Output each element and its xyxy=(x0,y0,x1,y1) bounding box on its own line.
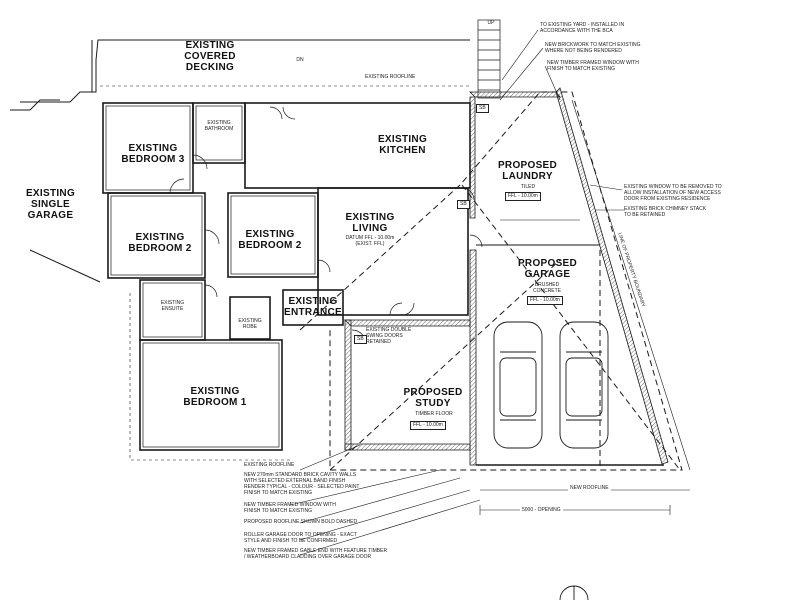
note-new-brick-walls: NEW 270mm STANDARD BRICK CAVITY WALLS WI… xyxy=(244,472,360,496)
room-label-covered-decking: EXISTING COVERED DECKING xyxy=(184,40,236,73)
room-label-garage: PROPOSED GARAGE xyxy=(517,258,578,280)
note-existing-roofline-top: EXISTING ROOFLINE xyxy=(365,74,416,80)
living-datum-note: DATUM FFL - 10.00m (EXIST. FFL) xyxy=(345,235,395,247)
note-new-roofline: NEW ROOFLINE xyxy=(568,485,611,491)
north-point-symbol xyxy=(559,585,589,600)
laundry-floor-finish: TILED xyxy=(520,184,536,190)
stair-dn-label: DN xyxy=(296,57,304,63)
note-proposed-roofline: PROPOSED ROOFLINE SHOWN BOLD DASHED xyxy=(244,519,358,525)
stair-treads xyxy=(477,19,501,99)
existing-roofline xyxy=(100,85,470,461)
door-swings xyxy=(169,106,483,345)
note-new-brickwork: NEW BRICKWORK TO MATCH EXISTING WHERE NO… xyxy=(545,42,641,54)
dimension-opening: 5000 - OPENING xyxy=(520,507,563,513)
note-gable-end: NEW TIMBER FRAMED GABLE END WITH FEATURE… xyxy=(244,548,388,560)
note-new-window-bottom: NEW TIMBER FRAMED WINDOW WITH FINISH TO … xyxy=(244,502,336,514)
room-label-study: PROPOSED STUDY xyxy=(403,387,463,409)
double-doors-note: EXISTING DOUBLE SWING DOORS RETAINED xyxy=(366,327,412,345)
laundry-ffl-tag: FFL - 10.00m xyxy=(505,192,541,201)
room-label-bedroom-1: EXISTING BEDROOM 1 xyxy=(183,386,247,408)
smoke-detector-tag-3: SB xyxy=(354,335,367,344)
existing-walls-inner xyxy=(105,105,316,448)
car-left xyxy=(493,321,543,449)
stair-up-label: UP xyxy=(487,20,495,26)
room-label-kitchen: EXISTING KITCHEN xyxy=(377,134,428,156)
room-label-living: EXISTING LIVING xyxy=(345,212,395,234)
note-roller-door: ROLLER GARAGE DOOR TO OPENING - EXACT ST… xyxy=(244,532,357,544)
note-existing-roofline-bottom: EXISTING ROOFLINE xyxy=(244,462,295,468)
leader-lines xyxy=(289,29,625,556)
study-ffl-tag: FFL - 10.00m xyxy=(410,421,446,430)
study-floor-finish: TIMBER FLOOR xyxy=(415,411,453,417)
smoke-detector-tag-1: SB xyxy=(476,104,489,113)
room-label-bedroom-2-left: EXISTING BEDROOM 2 xyxy=(128,232,192,254)
room-label-robe: EXISTING ROBE xyxy=(238,318,262,330)
car-right xyxy=(559,321,609,449)
room-label-laundry: PROPOSED LAUNDRY xyxy=(497,160,558,182)
garage-floor-finish: BRUSHED CONCRETE xyxy=(532,282,562,294)
note-chimney-stack: EXISTING BRICK CHIMNEY STACK TO BE RETAI… xyxy=(624,206,707,218)
room-label-bedroom-2-right: EXISTING BEDROOM 2 xyxy=(238,229,302,251)
room-label-single-garage: EXISTING SINGLE GARAGE xyxy=(25,188,76,221)
room-label-bathroom: EXISTING BATHROOM xyxy=(204,120,234,132)
proposed-walls xyxy=(344,87,669,466)
note-yard-access: TO EXISTING YARD - INSTALLED IN ACCORDAN… xyxy=(540,22,625,34)
room-label-entrance: EXISTING ENTRANCE xyxy=(284,296,342,318)
garage-ffl-tag: FFL - 10.00m xyxy=(527,296,563,305)
note-window-removed: EXISTING WINDOW TO BE REMOVED TO ALLOW I… xyxy=(624,184,722,202)
room-label-bedroom-3: EXISTING BEDROOM 3 xyxy=(121,143,185,165)
proposed-roofline xyxy=(299,91,683,471)
note-new-window-top: NEW TIMBER FRAMED WINDOW WITH FINISH TO … xyxy=(547,60,639,72)
smoke-detector-tag-2: SB xyxy=(457,200,470,209)
deck-outline xyxy=(10,39,470,283)
room-label-ensuite: EXISTING ENSUITE xyxy=(160,300,185,312)
